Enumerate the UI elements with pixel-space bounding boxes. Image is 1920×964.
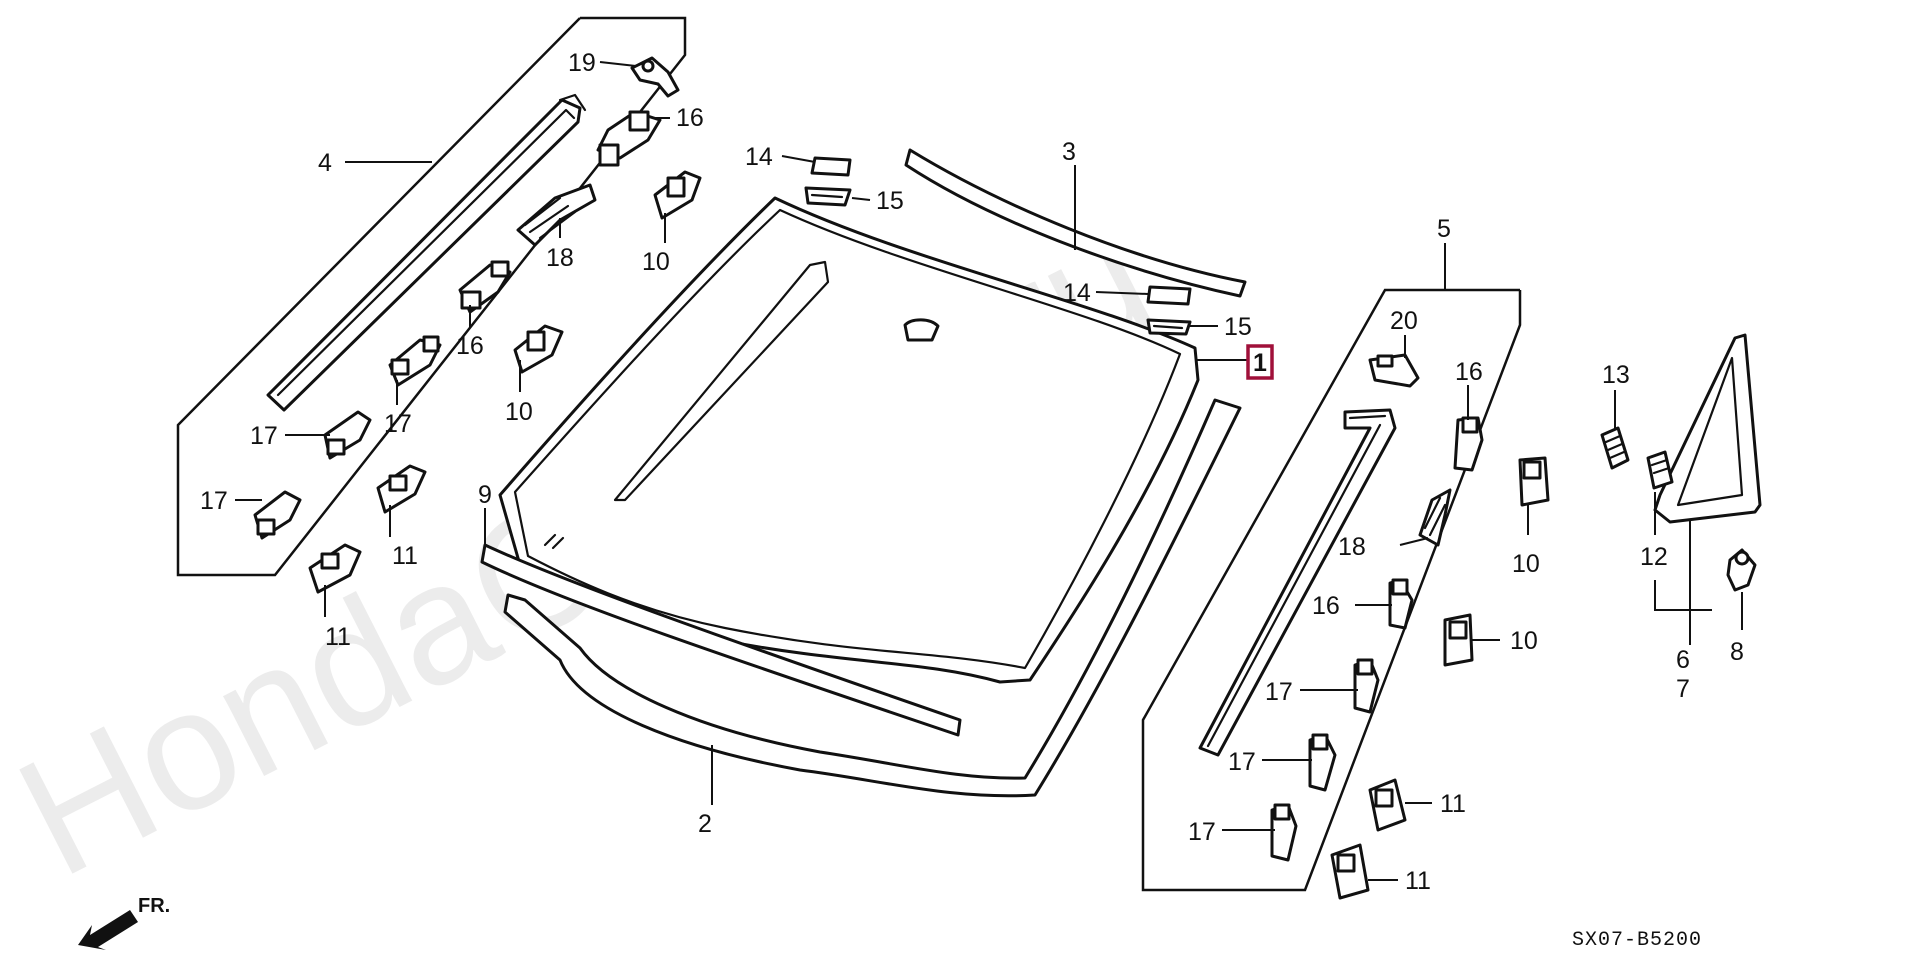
callout-14b: 14 [1063,279,1091,307]
callout-6: 6 [1676,646,1690,674]
callout-8: 8 [1730,638,1744,666]
callout-10b: 10 [505,398,533,426]
part-18-retainer-a[interactable] [516,183,597,247]
callout-3: 3 [1062,138,1076,166]
part-9-lower-seal[interactable] [480,533,962,737]
part-4-side-molding[interactable] [266,93,587,412]
direction-label: FR. [138,895,170,917]
callouts: 4 19 16 18 16 17 17 17 10 10 11 11 14 15… [200,49,1744,895]
part-11-clip-a[interactable] [376,464,427,514]
callout-17b: 17 [250,422,278,450]
part-17-clip-f[interactable] [1270,803,1298,862]
callout-17f: 17 [1188,818,1216,846]
part-15-spacer-a[interactable] [804,186,852,207]
part-16-clip-b[interactable] [458,260,512,314]
callout-17a: 17 [384,410,412,438]
callout-5: 5 [1437,215,1451,243]
callout-17e: 17 [1228,748,1256,776]
callout-13: 13 [1602,361,1630,389]
left-group-frame [176,16,687,577]
callout-11c: 11 [1440,790,1466,818]
part-2-dam-rubber[interactable] [503,398,1242,798]
part-14-spacer-b[interactable] [1146,285,1192,306]
part-11-clip-c[interactable] [1368,778,1407,832]
callout-16b: 16 [456,332,484,360]
callout-1: 1 [1253,349,1267,377]
callout-10a: 10 [642,248,670,276]
callout-1-highlight-box [1246,344,1274,380]
callout-18b: 18 [1338,533,1366,561]
callout-14a: 14 [745,143,773,171]
diagram-code: SX07-B5200 [1572,929,1702,952]
part-11-clip-d[interactable] [1330,843,1370,900]
callout-11a: 11 [392,542,418,570]
part-17-clip-e[interactable] [1308,733,1337,792]
callout-16c: 16 [1455,358,1483,386]
front-direction-arrow-icon [78,910,138,950]
part-10-clip-d[interactable] [1443,613,1474,667]
callout-17c: 17 [200,487,228,515]
part-11-clip-b[interactable] [308,543,362,594]
part-10-clip-c[interactable] [1518,456,1550,507]
callout-2: 2 [698,810,712,838]
part-16-clip-c[interactable] [1453,416,1484,472]
part-8-clip[interactable] [1726,548,1757,592]
callout-20: 20 [1390,307,1418,335]
part-6-7-quarter-glass[interactable] [1653,333,1762,524]
callout-17d: 17 [1265,678,1293,706]
part-17-clip-b[interactable] [323,410,372,460]
part-17-clip-c[interactable] [253,490,302,540]
part-16-clip-a[interactable] [596,110,662,167]
part-10-clip-b[interactable] [513,324,564,374]
part-17-clip-d[interactable] [1353,658,1380,714]
callout-18a: 18 [546,244,574,272]
part-20-clip[interactable] [1368,353,1420,388]
callout-4: 4 [318,149,332,177]
right-group-frame [1141,288,1522,892]
callout-15a: 15 [876,187,904,215]
callout-9: 9 [478,481,492,509]
callout-11d: 11 [1405,867,1431,895]
callout-7: 7 [1676,675,1690,703]
callout-10d: 10 [1510,627,1538,655]
part-15-spacer-b[interactable] [1146,318,1192,336]
part-3-upper-molding[interactable] [904,148,1247,298]
part-16-clip-d[interactable] [1388,578,1414,630]
callout-11b: 11 [325,623,351,651]
part-10-clip-a[interactable] [653,170,702,220]
callout-16a: 16 [676,104,704,132]
callout-10c: 10 [1512,550,1540,578]
leader-lines [235,61,1743,881]
callout-12: 12 [1640,543,1668,571]
part-5-side-molding[interactable] [1198,408,1397,757]
part-14-spacer-a[interactable] [810,156,852,177]
part-19-clip[interactable] [630,56,680,98]
callout-19: 19 [568,49,596,77]
callout-16d: 16 [1312,592,1340,620]
part-13-clip[interactable] [1600,426,1630,470]
callout-15b: 15 [1224,313,1252,341]
part-18-retainer-b[interactable] [1418,488,1452,547]
part-17-clip-a[interactable] [388,335,442,387]
part-1-windshield-glass[interactable] [498,196,1200,684]
part-12-clip[interactable] [1646,450,1674,490]
